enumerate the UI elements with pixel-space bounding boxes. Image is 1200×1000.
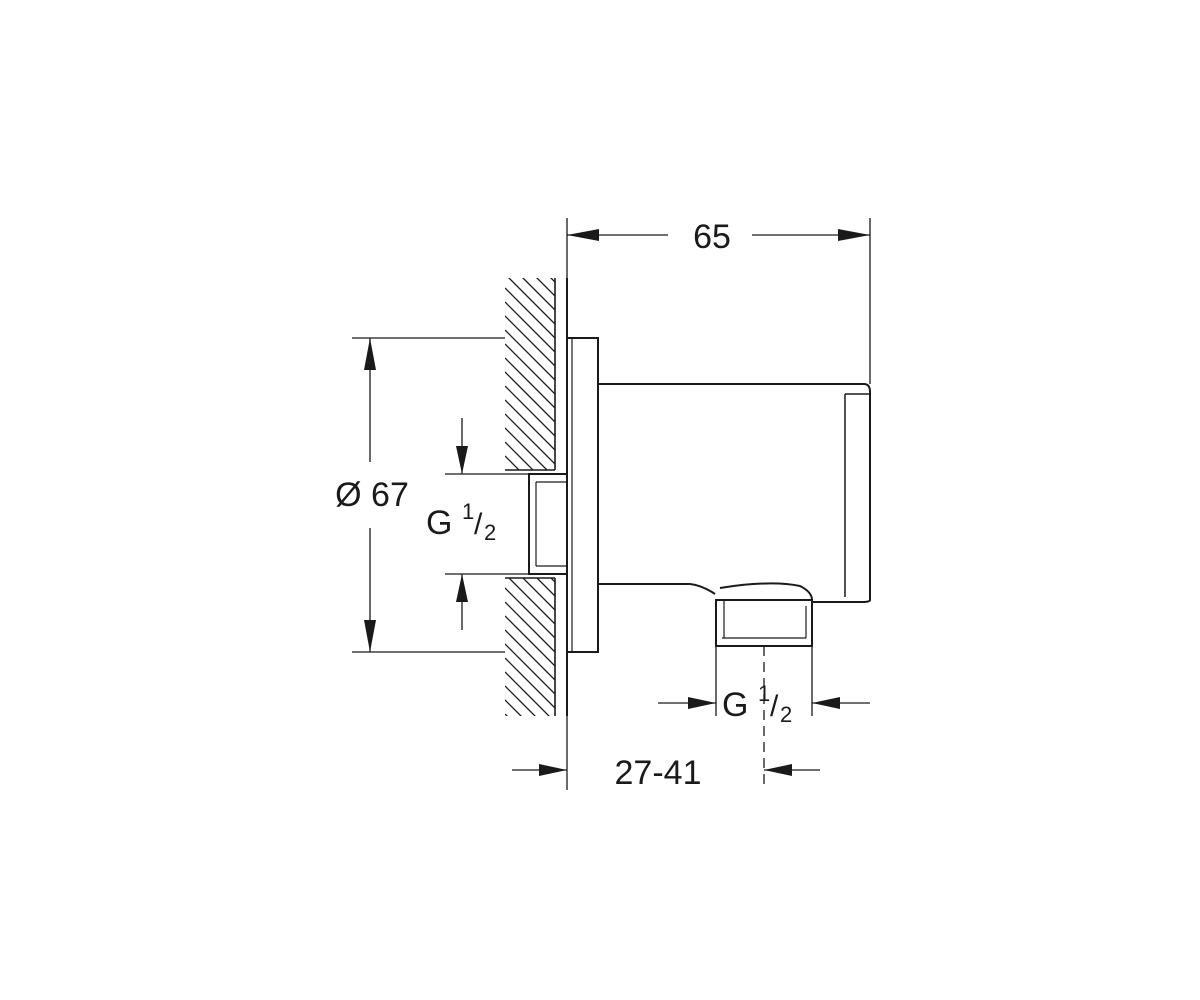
hatch-line: [505, 671, 550, 716]
hatch-line: [505, 601, 555, 653]
hatch-line: [505, 629, 555, 681]
rosette-flange: [567, 337, 599, 653]
inlet-thread-nipple: [528, 473, 568, 575]
diameter-value: 67: [371, 476, 409, 514]
hatch-line: [505, 657, 555, 709]
hatch-line: [508, 578, 555, 625]
hatch-line: [505, 413, 555, 465]
outlet-thread-letter: G: [722, 686, 748, 724]
arrow-65-right: [838, 229, 870, 241]
arrow-27-41-right: [764, 764, 792, 776]
hatch-line: [505, 371, 555, 423]
inlet-thread-denominator: 2: [484, 520, 496, 545]
body-lower-curve: [598, 583, 716, 595]
hatch-line: [505, 399, 555, 451]
arrow-27-41-left: [539, 764, 567, 776]
hatch-line: [508, 278, 555, 325]
hatch-line: [505, 441, 534, 470]
hatch-line: [505, 385, 555, 437]
hatch-line: [550, 278, 555, 283]
hatch-line: [505, 287, 555, 339]
hatch-line: [505, 357, 555, 409]
outlet-shoulder: [719, 582, 813, 601]
hatch-line: [505, 643, 555, 695]
dim-outlet-thread-label: G 1 / 2: [722, 681, 792, 727]
diameter-symbol: Ø: [335, 476, 361, 514]
hatch-line: [505, 587, 555, 639]
outlet-thread-slash: /: [770, 690, 779, 723]
inlet-thread-numerator: 1: [462, 499, 474, 524]
hatch-line: [536, 578, 555, 597]
outlet-thread-numerator: 1: [758, 681, 770, 706]
hatch-line: [505, 315, 555, 367]
hatch-line: [505, 301, 555, 353]
hatch-line: [505, 713, 508, 716]
hatch-line: [505, 615, 555, 667]
wall-hatching-lower: [505, 578, 555, 716]
outlet-square-body: [598, 383, 871, 603]
dim-wall-offset-label: 27-41: [615, 754, 702, 792]
arrow-65-left: [567, 229, 599, 241]
arrow-67-top: [364, 338, 376, 370]
hatch-line: [505, 685, 536, 716]
arrow-outlet-left: [688, 697, 716, 709]
hatch-line: [505, 455, 520, 470]
hatch-line: [522, 278, 555, 311]
arrow-outlet-right: [812, 697, 840, 709]
wall-section: [505, 218, 568, 716]
hatch-line: [505, 343, 555, 395]
dimension-arrows: [364, 229, 870, 776]
outlet-thread-denominator: 2: [780, 702, 792, 727]
arrow-inlet-top: [456, 446, 468, 474]
wall-hatching-upper: [505, 218, 555, 470]
dim-inlet-thread-label: G 1 / 2: [426, 499, 496, 545]
inlet-thread-slash: /: [474, 508, 483, 541]
hatch-line: [522, 578, 555, 611]
dim-depth-label: 65: [693, 218, 731, 256]
hatch-line: [505, 218, 555, 268]
hatch-line: [505, 329, 555, 381]
hatch-line: [505, 699, 522, 716]
inlet-thread-letter: G: [426, 504, 452, 542]
hatch-line: [536, 278, 555, 297]
dim-diameter-label: Ø 67: [335, 476, 409, 514]
arrow-67-bottom: [364, 620, 376, 652]
outlet-body: [528, 337, 871, 653]
arrow-inlet-bottom: [456, 574, 468, 602]
outlet-thread-nipple: [715, 599, 813, 647]
